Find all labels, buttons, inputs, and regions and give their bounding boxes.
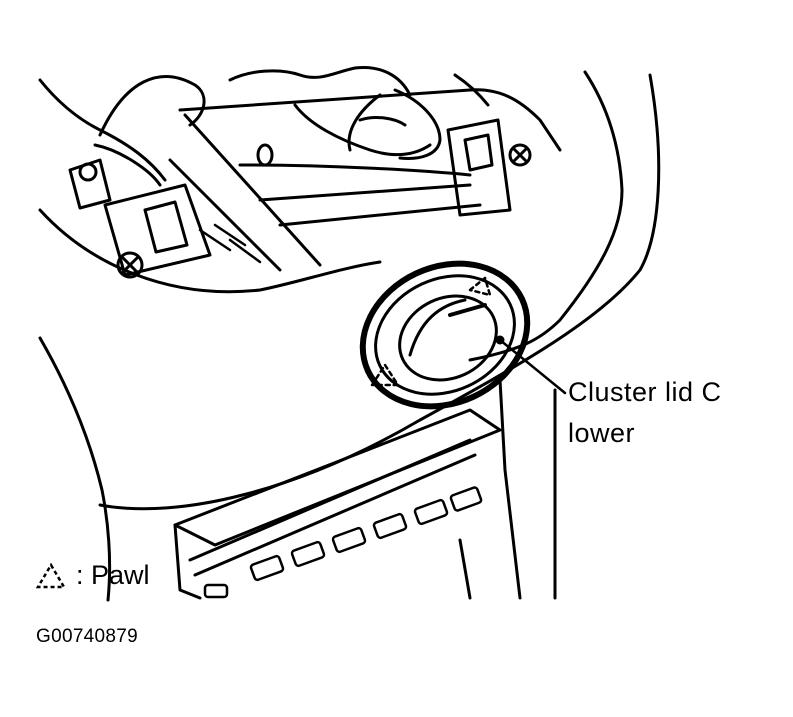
pawl-legend-text: : Pawl bbox=[76, 560, 150, 590]
lower-console bbox=[173, 378, 557, 600]
console-button bbox=[203, 583, 229, 599]
vent-slats bbox=[198, 223, 262, 264]
screw-icon bbox=[508, 143, 532, 167]
dashed-triangle-pawl-icon bbox=[36, 562, 66, 588]
upper-panel-opening bbox=[168, 88, 562, 272]
left-bracket bbox=[68, 158, 212, 277]
callout-label-line1: Cluster lid C bbox=[568, 377, 722, 407]
callout-label-line2: lower bbox=[568, 418, 636, 448]
hands-illustration bbox=[38, 65, 490, 187]
right-bracket bbox=[446, 118, 512, 217]
cluster-lid-c-lower bbox=[359, 260, 531, 410]
callout-leader-line bbox=[498, 338, 567, 395]
console-button-row bbox=[249, 486, 483, 582]
pawl-legend: : Pawl bbox=[36, 560, 150, 591]
figure-id: G00740879 bbox=[36, 626, 139, 647]
screw-icon bbox=[116, 251, 144, 279]
